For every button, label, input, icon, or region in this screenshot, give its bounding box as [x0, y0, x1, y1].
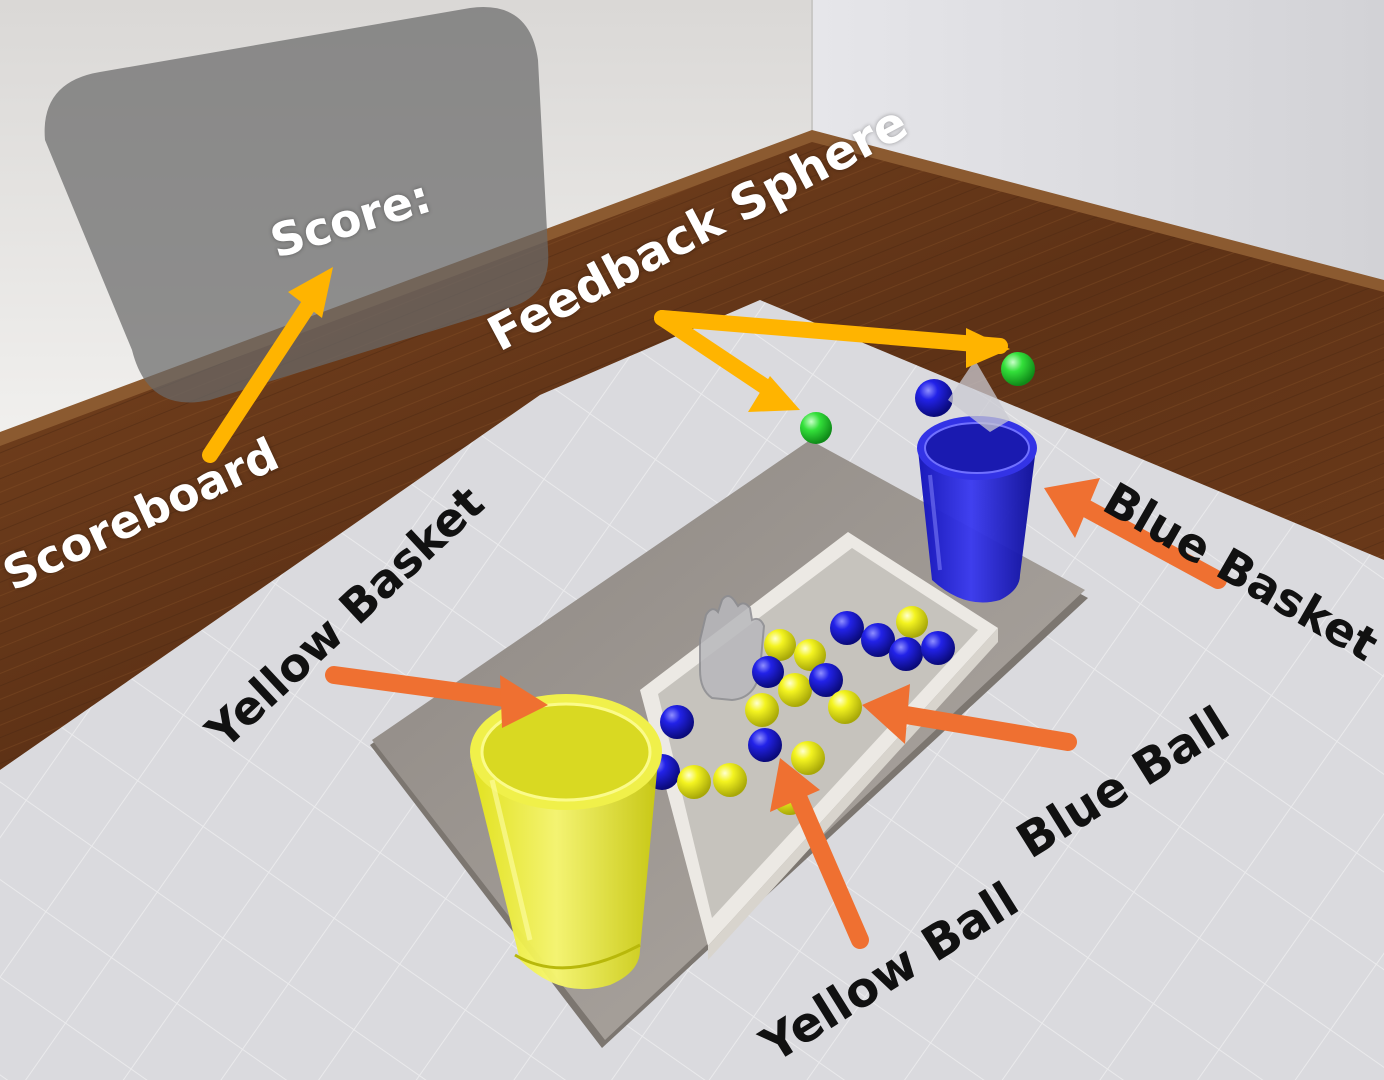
yellow-ball [896, 606, 928, 638]
ball-group [644, 606, 955, 815]
yellow-ball [778, 673, 812, 707]
blue-ball [861, 623, 895, 657]
yellow-ball [794, 639, 826, 671]
amber-arrows [202, 292, 1008, 463]
blue-ball [921, 631, 955, 665]
yellow-ball [713, 763, 747, 797]
blue-ball [660, 705, 694, 739]
arrowhead-blue-ball [862, 684, 910, 744]
yellow-ball [791, 741, 825, 775]
arrowhead-yellow-ball [770, 758, 820, 812]
hand-shadow [948, 360, 1010, 432]
yellow-ball [764, 629, 796, 661]
feedback-sphere-right [1001, 352, 1035, 386]
arrowhead-scoreboard [288, 267, 333, 318]
blue-ball [748, 728, 782, 762]
side-wall [812, 0, 1384, 290]
yellow-ball [677, 765, 711, 799]
arrowhead-feedback-left [748, 376, 800, 412]
feedback-sphere-left [800, 412, 832, 444]
yellow-ball [828, 690, 862, 724]
orange-arrows [325, 496, 1227, 949]
blue-ball [830, 611, 864, 645]
blue-ball [752, 656, 784, 688]
yellow-ball [745, 693, 779, 727]
blue-ball [889, 637, 923, 671]
hand-cursor [699, 595, 766, 702]
arrowhead-yellow-basket [500, 675, 548, 728]
blue-basket [917, 416, 1037, 603]
blue-ball [915, 379, 953, 417]
blue-ball [809, 663, 843, 697]
scoreboard-panel [44, 7, 549, 403]
arrowhead-feedback-right [966, 328, 1010, 368]
yellow-basket [470, 694, 662, 990]
arrowhead-blue-basket [1044, 478, 1100, 538]
